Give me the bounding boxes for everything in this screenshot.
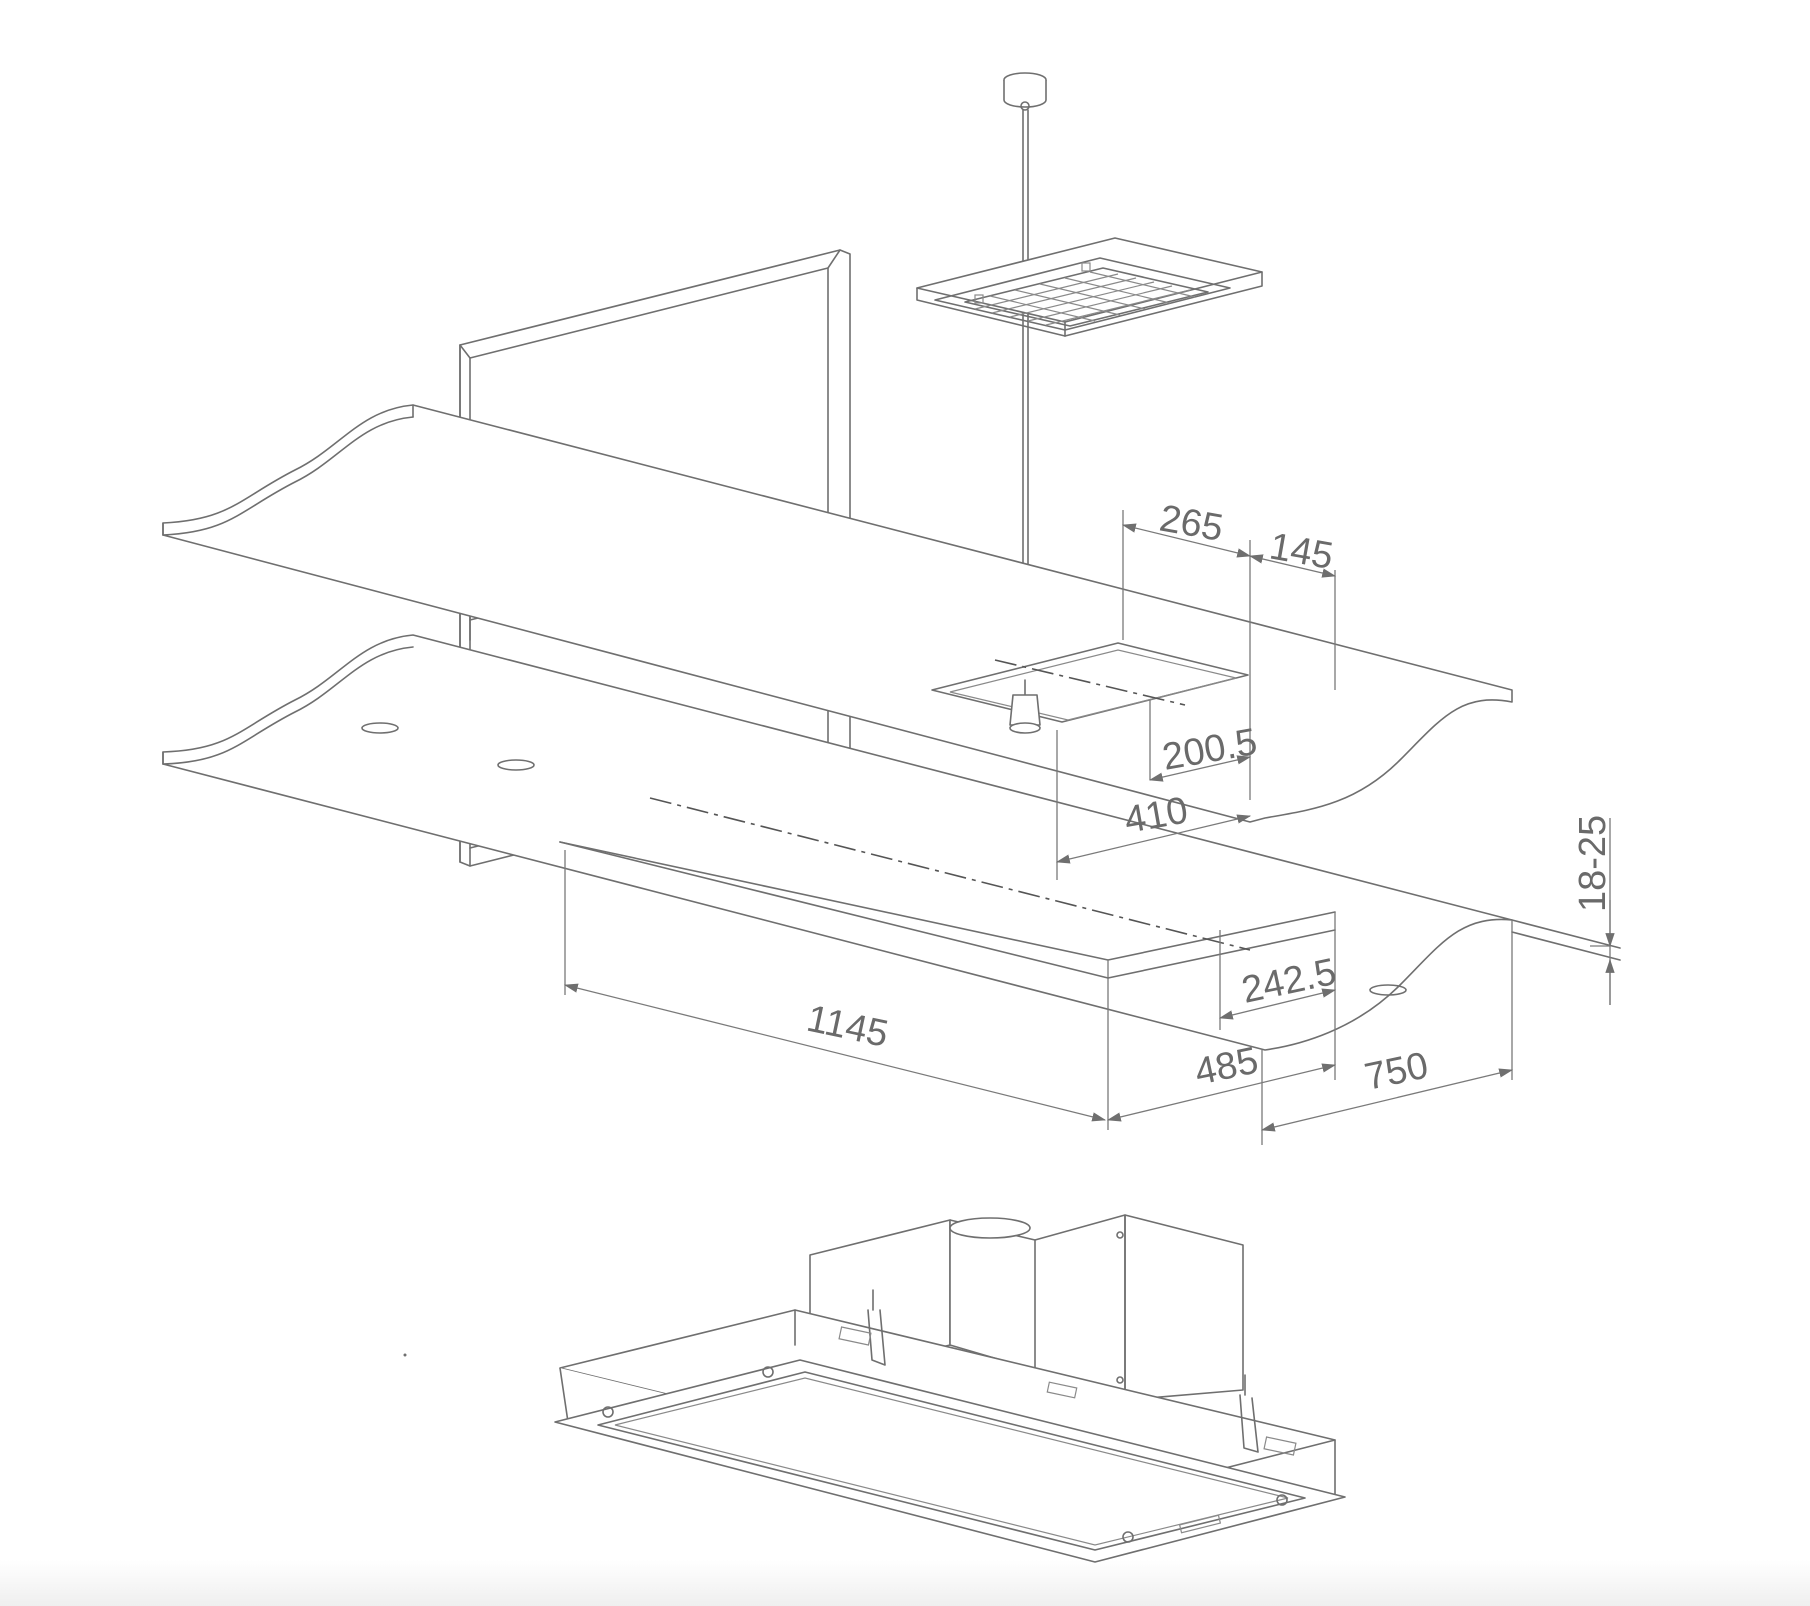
centerline-bottom [649, 797, 1251, 951]
hood-unit-isometric [403, 1214, 1346, 1563]
dim-265: 265 [1156, 498, 1226, 550]
ceiling-mount-assembly [916, 72, 1263, 566]
spot-hole [1369, 984, 1407, 996]
hood-body-outline [559, 841, 1336, 1130]
centerline-top [994, 659, 1186, 706]
spot-hole [361, 722, 399, 734]
ceiling-rose [1003, 72, 1047, 111]
dim-18-25: 18-25 [1572, 815, 1614, 912]
spot-hole [497, 759, 535, 771]
dim-750: 750 [1361, 1045, 1432, 1099]
dim-145: 145 [1266, 526, 1336, 578]
page-bottom-shadow [0, 1560, 1810, 1606]
filter-grille-frame [916, 237, 1263, 337]
pendant-lamp [1009, 679, 1041, 734]
dimension-lines [563, 510, 1615, 1145]
dim-1145: 1145 [803, 998, 892, 1056]
